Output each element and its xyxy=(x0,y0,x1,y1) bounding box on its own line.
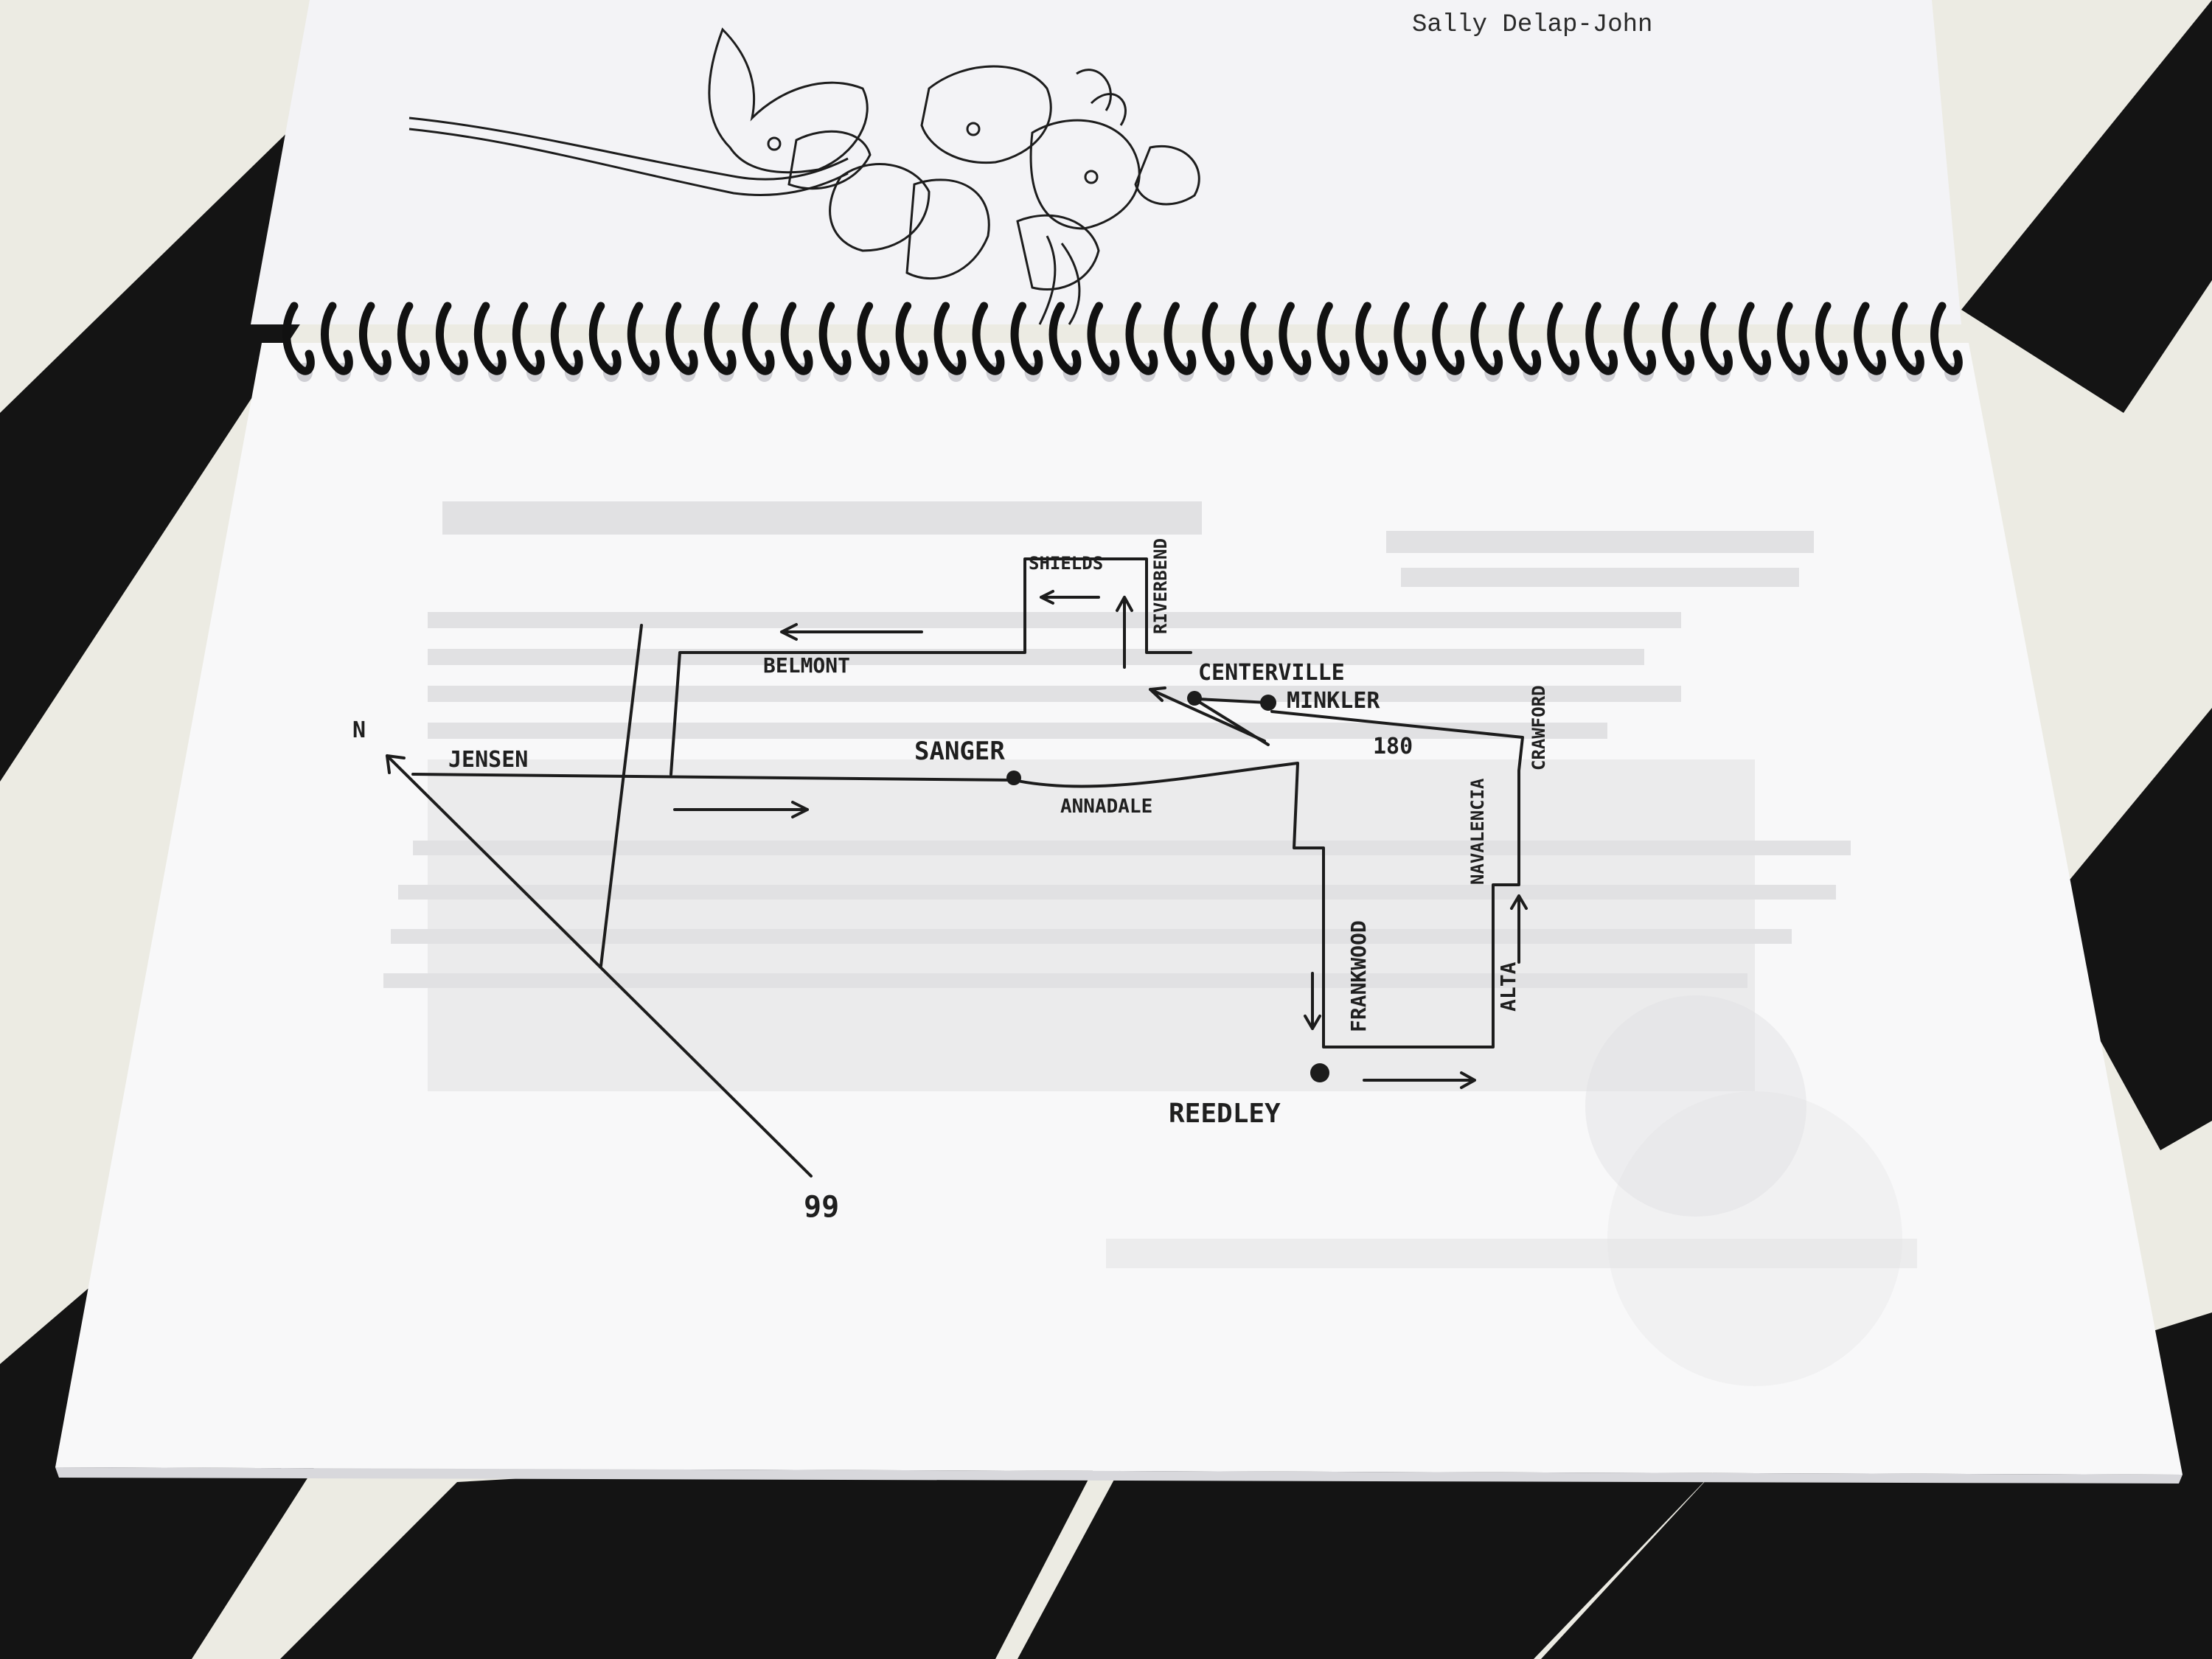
arrow-up-riverbend xyxy=(1116,596,1133,669)
centerville-label: CENTERVILLE xyxy=(1198,660,1345,686)
binding-coil xyxy=(1010,302,1043,375)
frankwood-label: FRANKWOOD xyxy=(1346,920,1371,1032)
binding-coil xyxy=(1317,302,1350,375)
north-arrowhead xyxy=(386,754,406,774)
binding-coil xyxy=(435,302,468,375)
binding-coil xyxy=(1087,302,1120,375)
blossom-sketch-icon xyxy=(408,27,1200,325)
annadale-label: ANNADALE xyxy=(1060,796,1152,818)
arrow-down-frankwood xyxy=(1304,972,1321,1030)
minkler-label: MINKLER xyxy=(1287,688,1380,714)
north-label: N xyxy=(352,717,366,743)
binding-coil xyxy=(780,302,813,375)
highway-180-label: 180 xyxy=(1373,734,1413,759)
binding-coil xyxy=(1662,302,1694,375)
binding-coil xyxy=(1624,302,1657,375)
binding-coil xyxy=(1432,302,1465,375)
arrow-right-reedley xyxy=(1363,1071,1476,1089)
map-roads xyxy=(386,557,1528,1178)
map-labels: N 99 JENSEN BELMONT SHIELDS RIVERBEND CE… xyxy=(352,538,1549,1224)
annadale-route-line xyxy=(1012,710,1524,1048)
binding-coil xyxy=(512,302,545,375)
centerville-dot xyxy=(1187,691,1202,706)
minkler-road-line xyxy=(1197,698,1270,704)
arrow-right-jensen xyxy=(673,801,809,818)
binding-coil xyxy=(1202,302,1235,375)
binding-coil xyxy=(1355,302,1388,375)
binding-coil xyxy=(1394,302,1427,375)
arrow-diagonal-centerville xyxy=(1149,686,1266,742)
binding-coil xyxy=(627,302,660,375)
binding-coil xyxy=(1585,302,1618,375)
binding-coil xyxy=(1777,302,1809,375)
binding-coil xyxy=(703,302,737,375)
binding-coil xyxy=(742,302,775,375)
jensen-label: JENSEN xyxy=(448,747,528,773)
binding-coil xyxy=(473,302,507,375)
binding-coil xyxy=(1700,302,1733,375)
binding-coil xyxy=(895,302,928,375)
arrow-left-shields xyxy=(1040,590,1100,605)
belmont-route-line xyxy=(669,557,1192,776)
binding-coil xyxy=(588,302,622,375)
binding-coil xyxy=(321,302,353,375)
binding-coil xyxy=(550,302,583,375)
binding-coil xyxy=(1279,302,1312,375)
binding-coil xyxy=(818,302,852,375)
binding-coil xyxy=(1125,302,1158,375)
jensen-road-line xyxy=(411,773,1015,782)
binding-coil xyxy=(665,302,698,375)
binding-coil xyxy=(1547,302,1580,375)
binding-coil xyxy=(933,302,967,375)
alta-label: ALTA xyxy=(1496,961,1520,1012)
arrow-left-belmont xyxy=(780,623,923,641)
minkler-dot xyxy=(1260,695,1276,711)
binding-coil xyxy=(1240,302,1273,375)
binding-coil xyxy=(1815,302,1848,375)
highway-99-line xyxy=(386,754,813,1178)
binding-coil xyxy=(857,302,890,375)
author-name: Sally Delap-John xyxy=(1412,11,1652,39)
binding-coil xyxy=(1048,302,1082,375)
vertical-road-line xyxy=(599,624,643,967)
highway-99-label: 99 xyxy=(804,1190,839,1224)
binding-coil xyxy=(282,302,315,375)
binding-coil xyxy=(1854,302,1886,375)
belmont-label: BELMONT xyxy=(763,653,850,678)
arrow-up-alta xyxy=(1510,894,1528,964)
binding-coil xyxy=(1930,302,1963,375)
binding-coil xyxy=(1509,302,1542,375)
spiral-binding xyxy=(282,302,1963,382)
top-page xyxy=(251,0,1961,324)
reedley-dot xyxy=(1310,1063,1329,1082)
binding-coil xyxy=(359,302,392,375)
sanger-label: SANGER xyxy=(914,737,1005,766)
binding-coil xyxy=(1164,302,1197,375)
town-markers xyxy=(1006,691,1329,1082)
binding-coil xyxy=(972,302,1005,375)
show-through-ghost xyxy=(383,501,1917,1386)
map-page xyxy=(55,343,2183,1475)
binding-coil xyxy=(1470,302,1503,375)
shields-label: SHIELDS xyxy=(1029,553,1103,574)
binding-coil xyxy=(1892,302,1924,375)
sanger-dot xyxy=(1006,771,1021,785)
reedley-label: REEDLEY xyxy=(1169,1099,1281,1129)
crawford-label: CRAWFORD xyxy=(1528,685,1549,771)
binding-coil xyxy=(1739,302,1771,375)
riverbend-label: RIVERBEND xyxy=(1150,538,1171,634)
binding-coil xyxy=(397,302,430,375)
navalencia-label: NAVALENCIA xyxy=(1467,778,1488,885)
